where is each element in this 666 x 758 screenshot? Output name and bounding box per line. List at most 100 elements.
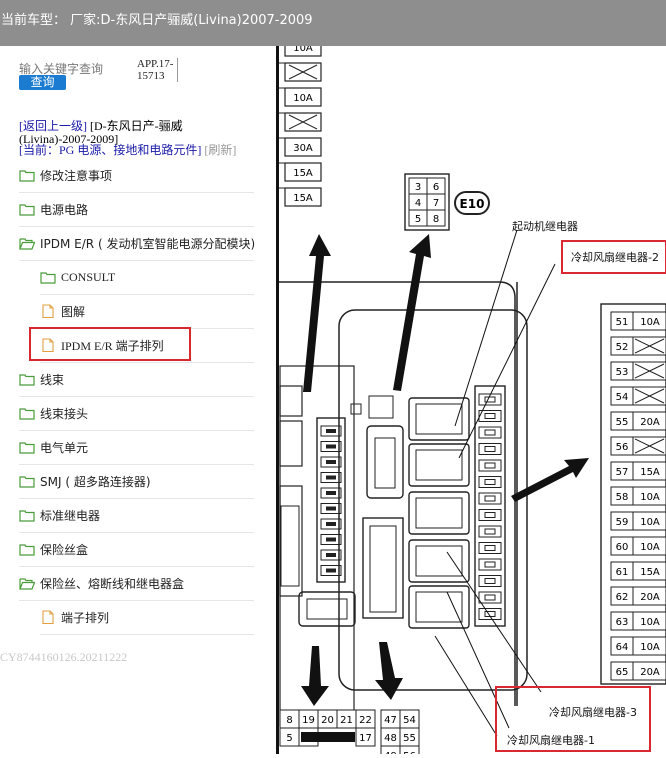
arrow-right [511, 458, 589, 502]
folder-icon [40, 270, 56, 284]
tree-item-label: 修改注意事项 [40, 168, 113, 183]
fan-relay-3-label: 冷却风扇继电器-3 [549, 706, 637, 719]
fuse-slot [284, 162, 322, 182]
fuse-slot [284, 187, 322, 207]
fuse-slot [284, 137, 322, 157]
pin-number: 8 [286, 715, 292, 726]
fuse-number: 61 [616, 567, 629, 578]
fuse-number: 52 [616, 342, 629, 353]
folder-icon [19, 474, 35, 488]
refresh-link[interactable]: [刷新] [204, 143, 237, 157]
tree-item[interactable]: 保险丝盒 [19, 532, 254, 567]
tree-item[interactable]: 线束接头 [19, 396, 254, 431]
relay-block [338, 309, 528, 691]
tree-item-label: 标准继电器 [40, 508, 101, 523]
fuse-amp: 20A [640, 667, 660, 678]
fuse-number: 58 [616, 492, 629, 503]
connector-pin: 6 [433, 182, 439, 193]
fuse-amp: 30A [293, 143, 313, 154]
selected-highlight [29, 327, 191, 361]
tree-item[interactable]: 端子排列 [40, 600, 254, 635]
folder-icon [19, 202, 35, 216]
relay [408, 443, 470, 487]
folder-icon [19, 508, 35, 522]
connector-pin: 4 [415, 198, 421, 209]
arrow-down-left [301, 646, 329, 706]
tree-item[interactable]: IPDM E/R ( 发动机室智能电源分配模块) [19, 226, 255, 261]
document-icon [40, 610, 56, 625]
fuse-number: 57 [616, 467, 629, 478]
tree-item[interactable]: 修改注意事项 [19, 158, 254, 193]
fuse-amp: 10A [640, 317, 660, 328]
fuse-amp: 10A [640, 542, 660, 553]
pin-number: 47 [384, 715, 397, 726]
tree-item-label: 保险丝盒 [40, 542, 89, 557]
fan-relay-2-label: 冷却风扇继电器-2 [571, 251, 659, 264]
tree-item[interactable]: SMJ ( 超多路连接器) [19, 464, 254, 499]
pin-number: 19 [302, 715, 315, 726]
connector-pin: 5 [415, 214, 421, 225]
fuse-amp: 15A [293, 168, 313, 179]
search-button[interactable]: 查询 [19, 75, 66, 90]
pin-number: 5 [286, 733, 292, 744]
arrow-up-mid [393, 234, 431, 391]
connector-pin: 3 [415, 182, 421, 193]
starter-relay-label: 起动机继电器 [512, 220, 578, 233]
fuse-amp: 10A [640, 492, 660, 503]
arrow-down-mid [375, 642, 403, 700]
fuse-number: 62 [616, 592, 629, 603]
fuse-number: 51 [616, 317, 629, 328]
folder-icon [19, 440, 35, 454]
folder-open-icon [19, 236, 36, 250]
fuse-number: 60 [616, 542, 629, 553]
tree-item[interactable]: 图解 [40, 294, 254, 329]
highlight-fan-relay-1-3 [495, 686, 651, 752]
arrow-up-left [303, 234, 331, 392]
folder-icon [19, 372, 35, 386]
fuse-amp: 10A [293, 93, 313, 104]
tree-item[interactable]: 电源电路 [19, 192, 254, 227]
fuse-number: 53 [616, 367, 629, 378]
tree-item-label: 线束 [40, 372, 65, 387]
nav-back-line: [返回上一级] [D-东风日产-骊威(Livina)-2007-2009] [19, 120, 219, 146]
tree-item[interactable]: 保险丝、熔断线和继电器盒 [19, 566, 254, 601]
fuse-amp: 15A [293, 193, 313, 204]
left-panel [0, 46, 276, 754]
watermark: CY8744160126.20211222 [0, 650, 128, 664]
pin-number: 20 [321, 715, 334, 726]
panel-divider[interactable] [276, 46, 279, 754]
tree-item[interactable]: 电气单元 [19, 430, 254, 465]
app-code: APP.17-15713 [137, 58, 178, 82]
tree-item-label: 端子排列 [61, 610, 110, 625]
tree-item[interactable]: 标准继电器 [19, 498, 254, 533]
pin-number: 17 [359, 733, 372, 744]
connector-pin: 8 [433, 214, 439, 225]
connector-pin: 7 [433, 198, 439, 209]
current-location[interactable]: [当前：PG 电源、接地和电路元件] [19, 143, 202, 157]
fuse-slot [284, 87, 322, 107]
fuse-amp: 20A [640, 592, 660, 603]
search-input[interactable] [19, 60, 103, 78]
tree-item-label: 图解 [61, 304, 86, 319]
folder-open-icon [19, 576, 36, 590]
tree-item-label: IPDM E/R 端子排列 [61, 338, 164, 353]
document-icon [40, 338, 56, 353]
fuse-amp: 10A [293, 46, 313, 54]
fuse-amp: 20A [640, 417, 660, 428]
tree-item[interactable]: IPDM E/R 端子排列 [40, 328, 254, 363]
fuse-amp: 15A [640, 567, 660, 578]
page-title: 当前车型： 厂家:D-东风日产骊威(Livina)2007-2009 [1, 13, 313, 28]
tree-item-label: 电气单元 [40, 440, 89, 455]
fuse-number: 65 [616, 667, 629, 678]
tree-item[interactable]: CONSULT [40, 260, 254, 295]
fuse-number: 59 [616, 517, 629, 528]
fuse-amp: 15A [640, 467, 660, 478]
tree-item[interactable]: 线束 [19, 362, 254, 397]
fuse-number: 55 [616, 417, 629, 428]
fan-relay-1-label: 冷却风扇继电器-1 [507, 734, 595, 747]
relay [408, 491, 470, 535]
back-link[interactable]: [返回上一级] [19, 119, 87, 133]
folder-icon [19, 168, 35, 182]
